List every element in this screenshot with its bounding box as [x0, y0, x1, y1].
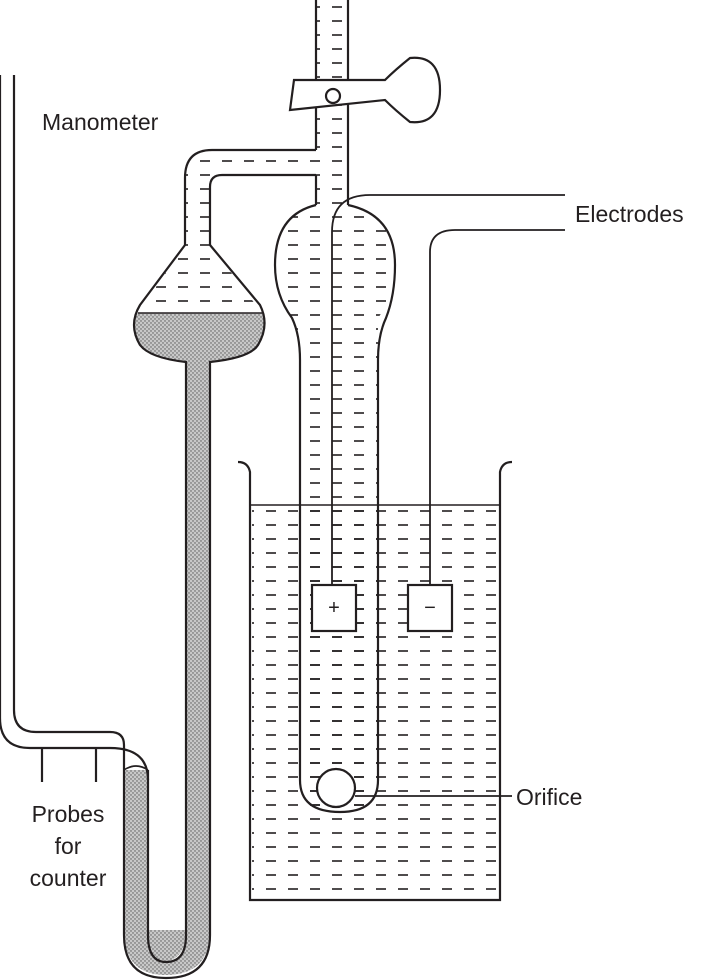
u-bend-lower-mercury: [124, 930, 210, 975]
manometer-left-arm-inner: [12, 75, 126, 770]
liquid-fills: [138, 0, 498, 900]
probes-label-line-1: Probes: [32, 801, 105, 827]
positive-sign: +: [328, 597, 340, 619]
funnel-outline: [122, 244, 266, 980]
orifice-label: Orifice: [516, 784, 582, 810]
probes-label-line-2: for: [55, 833, 82, 859]
funnel-upper-liquid: [138, 245, 262, 313]
beaker-wall: [237, 460, 513, 902]
manometer-label: Manometer: [42, 109, 159, 135]
positive-electrode-plate: [310, 583, 358, 633]
apparatus-outlines: [0, 0, 565, 980]
manometer-left-arm-outer: [0, 75, 150, 781]
electrodes-label: Electrodes: [575, 201, 684, 227]
horizontal-connector-liquid: [185, 150, 316, 245]
bulb-and-tube-liquid: [275, 205, 395, 810]
funnel-mercury: [133, 313, 266, 372]
orifice-tube-outline: [273, 203, 397, 814]
mercury: [124, 313, 266, 975]
negative-sign: −: [424, 597, 436, 619]
negative-electrode-plate: [406, 583, 454, 633]
connector-inner: [208, 173, 316, 245]
left-column-mercury: [124, 770, 148, 935]
connector-outer: [183, 148, 316, 245]
negative-electrode-wire: [429, 229, 565, 585]
stopcock: [288, 56, 442, 124]
positive-electrode-wire: [331, 194, 565, 590]
mercury-meniscus: [123, 765, 149, 771]
probes-label-line-3: counter: [30, 865, 107, 891]
manometer-column-mercury: [186, 370, 210, 935]
stopcock-bore-icon: [324, 87, 342, 105]
orifice-circle: [315, 767, 357, 809]
stopcock-handle: [288, 56, 442, 124]
